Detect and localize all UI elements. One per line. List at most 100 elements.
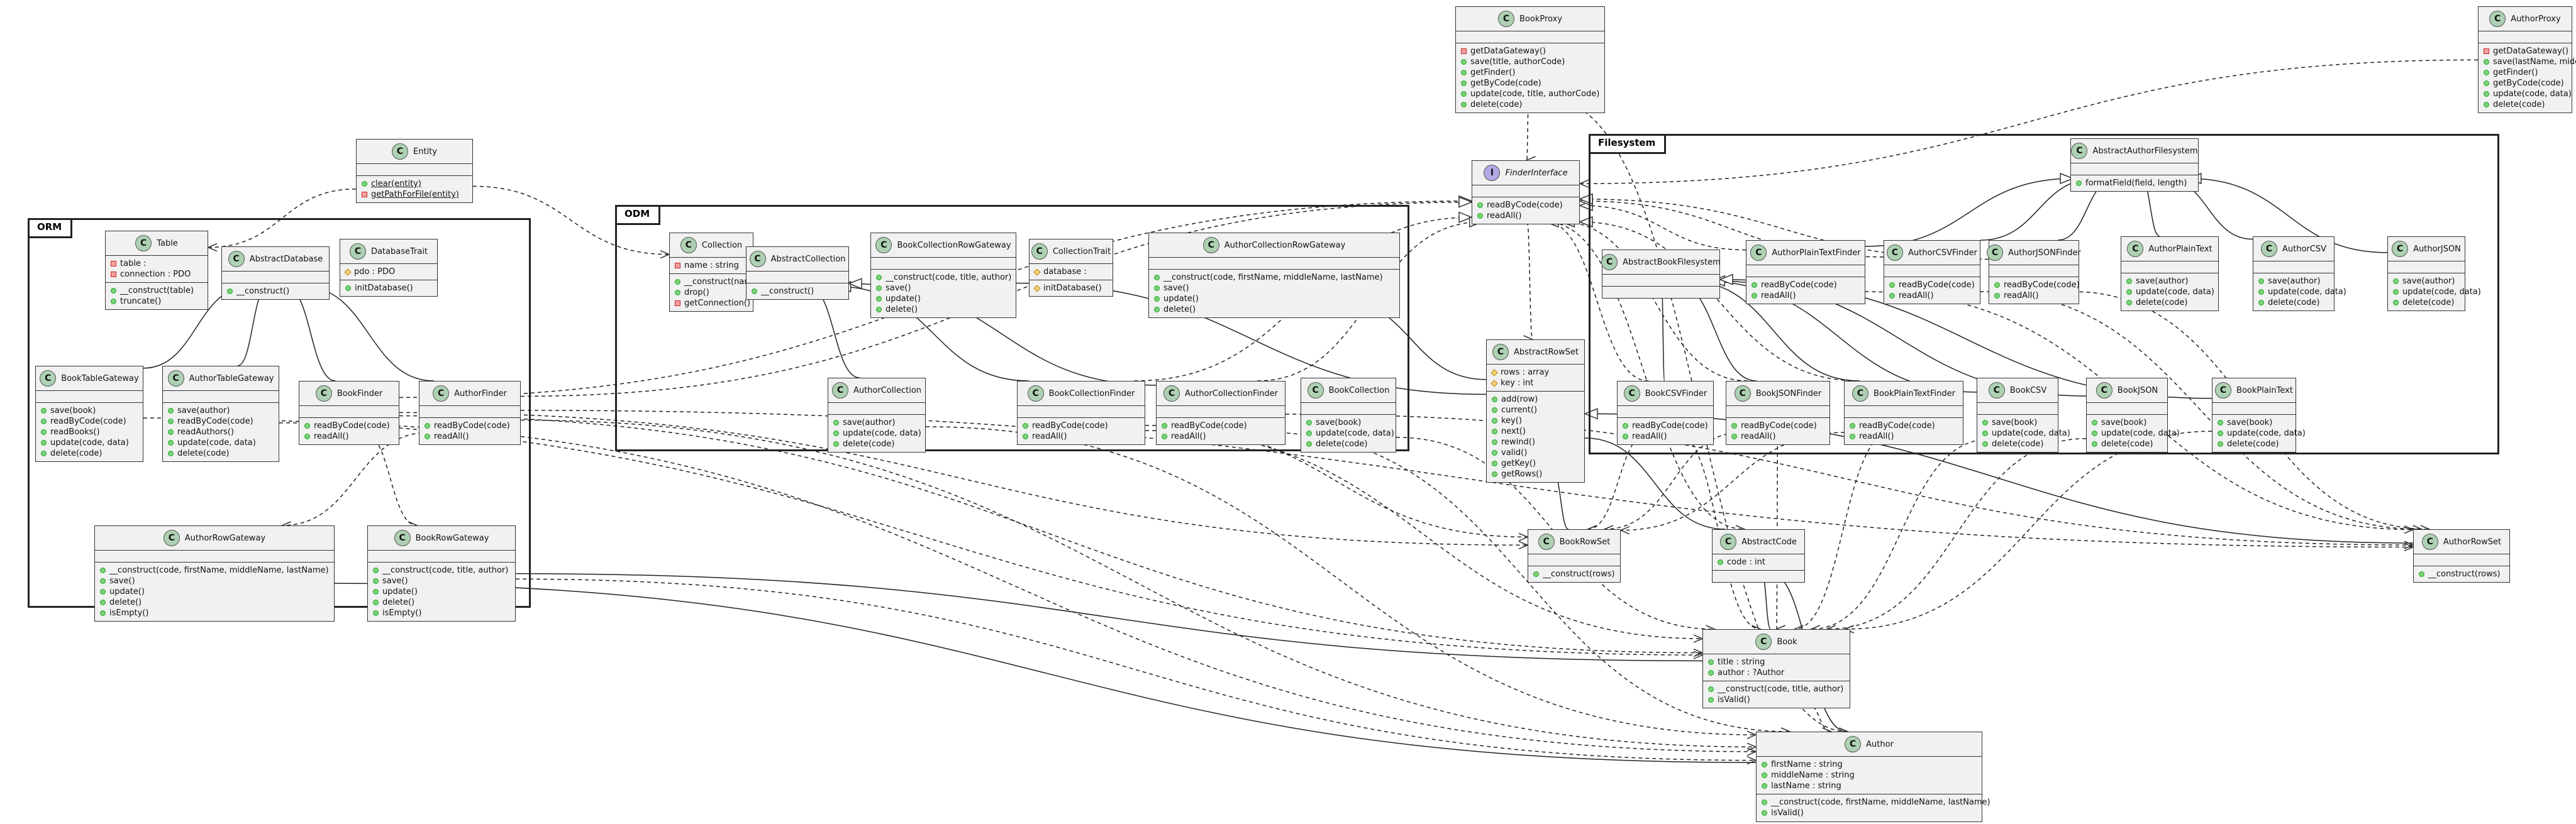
class-methods: initDatabase() bbox=[340, 280, 437, 296]
realization-edge bbox=[1562, 222, 1748, 382]
public-visibility-icon bbox=[1850, 434, 1855, 439]
class-icon: C bbox=[1988, 382, 2005, 398]
class-member: __construct(code, title, author) bbox=[373, 565, 510, 576]
class-methods: readByCode(code)readAll() bbox=[1845, 418, 1963, 444]
public-visibility-icon bbox=[2393, 278, 2399, 284]
class-member: delete(code) bbox=[2092, 439, 2162, 449]
inheritance-edge bbox=[2189, 179, 2388, 253]
package-orm-label: ORM bbox=[28, 218, 73, 238]
class-member-text: __construct(name) bbox=[684, 277, 761, 287]
private-visibility-icon bbox=[1461, 48, 1467, 54]
public-visibility-icon bbox=[1461, 70, 1467, 75]
class-member-text: isEmpty() bbox=[382, 608, 422, 618]
class-icon: C bbox=[1750, 244, 1767, 261]
class-member: update() bbox=[100, 586, 329, 597]
class-member: save(author) bbox=[2258, 276, 2329, 287]
class-methods: save(author)update(code, data)delete(cod… bbox=[2253, 273, 2346, 310]
class-member-text: readByCode(code) bbox=[1859, 421, 1935, 431]
public-visibility-icon bbox=[1889, 282, 1895, 288]
class-member: delete(code) bbox=[2126, 297, 2213, 308]
public-visibility-icon bbox=[1306, 420, 1312, 426]
class-member-text: readAll() bbox=[434, 432, 469, 441]
class-member-text: delete(code) bbox=[2101, 439, 2153, 449]
class-member: getDataGateway() bbox=[1461, 46, 1599, 57]
public-visibility-icon bbox=[1154, 285, 1160, 291]
dependency-edge bbox=[472, 185, 669, 254]
class-fields: pdo : PDO bbox=[340, 264, 437, 280]
private-visibility-icon bbox=[675, 263, 680, 268]
public-visibility-icon bbox=[1752, 293, 1757, 299]
class-member-text: __construct(rows) bbox=[2428, 569, 2501, 579]
class-member-text: save() bbox=[886, 283, 911, 293]
public-visibility-icon bbox=[1982, 441, 1988, 447]
class-member: readByCode(code) bbox=[41, 416, 138, 427]
class-methods: save(book)update(code, data)delete(code) bbox=[1301, 415, 1396, 452]
class-icon: C bbox=[1623, 385, 1640, 402]
public-visibility-icon bbox=[1492, 450, 1497, 456]
public-visibility-icon bbox=[2258, 278, 2264, 284]
class-member: current() bbox=[1492, 405, 1579, 415]
public-visibility-icon bbox=[100, 600, 106, 605]
class-member-text: update(code, data) bbox=[2101, 429, 2180, 438]
public-visibility-icon bbox=[1731, 434, 1737, 439]
class-icon: C bbox=[2421, 534, 2438, 550]
class-member-text: delete(code) bbox=[2402, 298, 2455, 307]
public-visibility-icon bbox=[345, 285, 351, 291]
class-member: delete() bbox=[373, 597, 510, 608]
class-member: save() bbox=[373, 576, 510, 586]
class-member: getKey() bbox=[1492, 458, 1579, 469]
class-member: readByCode(code) bbox=[168, 416, 274, 427]
dependency-edge bbox=[1145, 430, 1702, 639]
class-member-text: truncate() bbox=[120, 297, 162, 306]
class-fields bbox=[1472, 185, 1579, 197]
protected-visibility-icon bbox=[1033, 284, 1041, 292]
class-member-text: getConnection() bbox=[684, 299, 751, 308]
class-member: isEmpty() bbox=[100, 608, 329, 618]
class-member: rows : array bbox=[1491, 367, 1579, 378]
class-icon: C bbox=[135, 235, 152, 251]
class-icon: C bbox=[1492, 344, 1509, 360]
class-methods: save(author)update(code, data)delete(cod… bbox=[828, 415, 925, 452]
class-member: save(book) bbox=[1306, 417, 1391, 428]
public-visibility-icon bbox=[833, 431, 839, 436]
class-member: __construct(code, firstName, middleName,… bbox=[1154, 272, 1394, 283]
public-visibility-icon bbox=[2258, 289, 2264, 295]
class-fields bbox=[299, 406, 399, 418]
private-visibility-icon bbox=[2484, 48, 2489, 54]
class-member-text: readByCode(code) bbox=[1487, 201, 1563, 210]
realization-edge bbox=[1134, 217, 1472, 382]
public-visibility-icon bbox=[168, 451, 174, 456]
class-fields: table :connection : PDO bbox=[106, 256, 208, 283]
class-member: readAll() bbox=[1477, 211, 1574, 221]
class-member-text: table : bbox=[120, 259, 147, 268]
class-icon: C bbox=[831, 382, 848, 398]
class-icon: C bbox=[2127, 241, 2144, 257]
public-visibility-icon bbox=[373, 610, 379, 616]
public-visibility-icon bbox=[1461, 91, 1467, 97]
class-fields bbox=[2388, 261, 2465, 273]
class-name: Book bbox=[1777, 637, 1797, 647]
class-name: BookJSON bbox=[2117, 385, 2158, 395]
class-member-text: __construct() bbox=[236, 287, 290, 296]
class-member-text: readByCode(code) bbox=[2004, 280, 2080, 290]
public-visibility-icon bbox=[1762, 799, 1767, 805]
class-member: readAll() bbox=[1889, 290, 1975, 301]
class-member: name : string bbox=[675, 260, 748, 271]
